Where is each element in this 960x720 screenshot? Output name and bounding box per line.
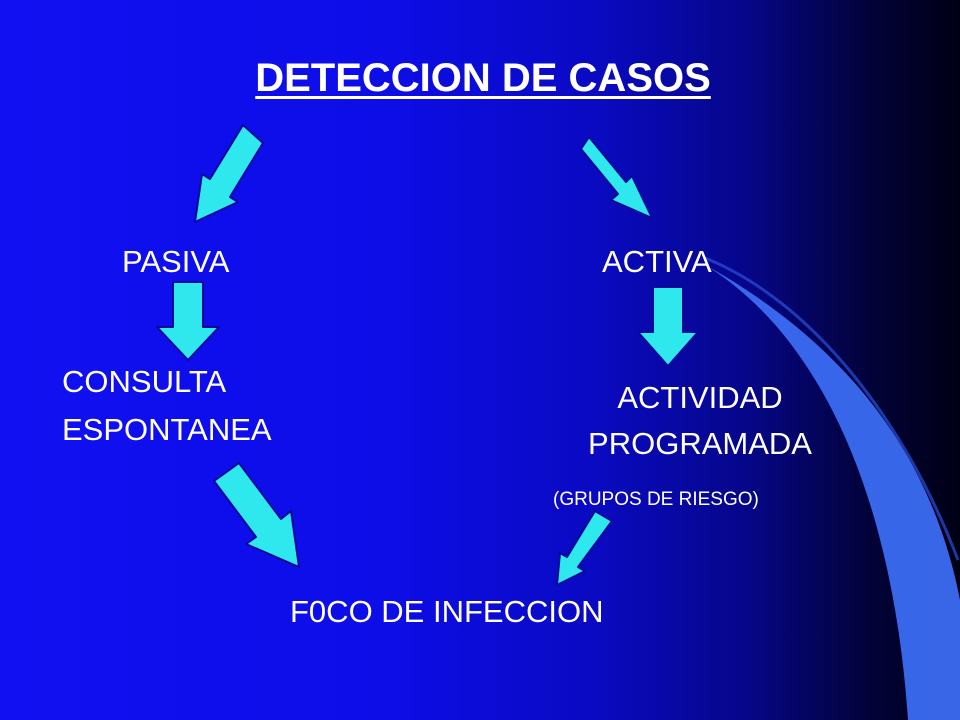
arrow-consulta-to-foco xyxy=(213,462,300,568)
node-pasiva: PASIVA xyxy=(122,244,230,279)
arrow-actividad-to-foco xyxy=(556,510,613,586)
node-foco-de-infeccion: F0CO DE INFECCION xyxy=(290,594,604,629)
node-consulta-line1: CONSULTA xyxy=(62,364,227,399)
node-consulta-line2: ESPONTANEA xyxy=(62,412,272,447)
slide-title: DETECCION DE CASOS xyxy=(255,56,711,100)
node-actividad-line1: ACTIVIDAD xyxy=(617,380,783,415)
node-grupos-de-riesgo: (GRUPOS DE RIESGO) xyxy=(553,489,759,510)
arrow-title-to-pasiva xyxy=(194,124,264,223)
arrow-pasiva-to-consulta xyxy=(156,281,220,361)
arrow-activa-to-actividad xyxy=(637,286,699,367)
swoosh-edge xyxy=(704,256,960,561)
arrow-title-to-activa xyxy=(580,136,653,219)
node-actividad-line2: PROGRAMADA xyxy=(588,426,812,461)
node-activa: ACTIVA xyxy=(602,244,712,279)
swoosh-band xyxy=(700,262,960,720)
